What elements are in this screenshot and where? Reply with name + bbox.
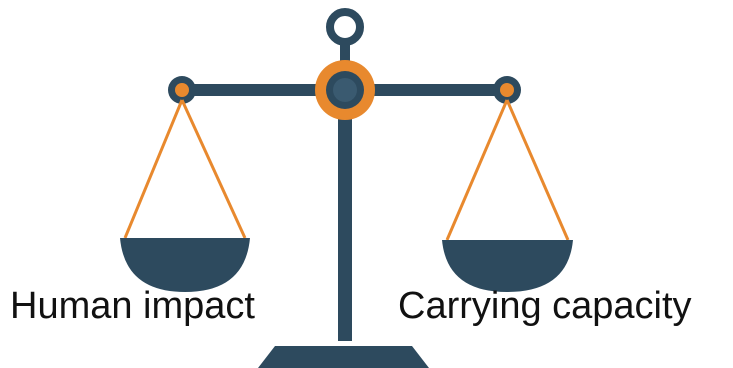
base xyxy=(258,346,429,368)
carrying-capacity-label: Carrying capacity xyxy=(398,285,692,327)
right-string-b xyxy=(505,99,570,241)
right-string-a xyxy=(445,99,509,241)
right-pan xyxy=(442,240,573,292)
left-string-b xyxy=(180,99,247,239)
left-string-a xyxy=(123,99,184,239)
central-hub-center xyxy=(333,78,357,102)
left-joint-center xyxy=(175,83,189,97)
right-joint-center xyxy=(500,83,514,97)
left-pan xyxy=(120,238,250,292)
neck xyxy=(340,40,350,70)
human-impact-label: Human impact xyxy=(10,285,255,327)
top-ring xyxy=(326,8,364,46)
pillar xyxy=(338,88,352,341)
